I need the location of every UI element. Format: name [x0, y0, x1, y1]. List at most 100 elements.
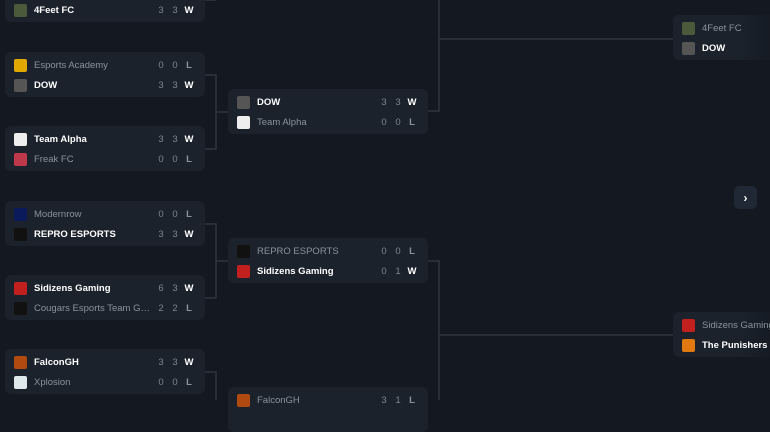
team-logo-icon [237, 264, 250, 278]
score-2: 3 [172, 79, 178, 91]
team-name: DOW [34, 79, 58, 91]
score-2: 0 [172, 59, 178, 71]
team-logo-icon [14, 3, 27, 17]
team-name: The Punishers [702, 339, 768, 351]
team-logo-icon [14, 355, 27, 369]
team-logo-icon [14, 375, 27, 389]
team-name: DOW [257, 96, 281, 108]
team-logo-icon [682, 21, 695, 35]
score-2: 3 [172, 4, 178, 16]
score-1: 3 [158, 79, 164, 91]
result-badge: W [184, 228, 194, 240]
team-name: Sidizens Gaming [702, 319, 770, 331]
score-1: 0 [158, 59, 164, 71]
score-2: 3 [172, 356, 178, 368]
team-logo-icon [14, 301, 27, 315]
team-logo-icon [682, 41, 695, 55]
team-logo-icon [14, 281, 27, 295]
team-logo-icon [682, 338, 695, 352]
team-logo-icon [14, 132, 27, 146]
team-name: DOW [702, 42, 726, 54]
team-logo-icon [14, 78, 27, 92]
result-badge: W [184, 282, 194, 294]
team-name: Esports Academy [34, 59, 108, 71]
team-name: Team Alpha [257, 116, 307, 128]
result-badge: L [409, 394, 415, 406]
score-1: 0 [158, 153, 164, 165]
score-1: 3 [381, 394, 387, 406]
result-badge: L [186, 208, 192, 220]
team-row[interactable]: DOW [673, 38, 770, 58]
score-1: 0 [158, 208, 164, 220]
score-2: 0 [172, 153, 178, 165]
team-name: Team Alpha [34, 133, 87, 145]
score-1: 2 [158, 302, 164, 314]
result-badge: W [184, 79, 194, 91]
team-row[interactable]: The Punishers [673, 335, 770, 355]
team-row[interactable]: Sidizens Gaming [673, 315, 770, 335]
score-1: 3 [381, 96, 387, 108]
result-badge: L [409, 116, 415, 128]
team-name: Freak FC [34, 153, 74, 165]
result-badge: L [186, 59, 192, 71]
score-1: 0 [381, 265, 387, 277]
score-1: 3 [158, 4, 164, 16]
score-2: 0 [172, 208, 178, 220]
score-2: 1 [395, 265, 401, 277]
team-name: Cougars Esports Team Ghana [34, 302, 154, 314]
result-badge: L [186, 153, 192, 165]
team-logo-icon [14, 207, 27, 221]
team-name: 4Feet FC [702, 22, 742, 34]
chevron-right-icon: › [743, 190, 748, 205]
team-logo-icon [14, 152, 27, 166]
match-card[interactable]: 4Feet FC DOW [673, 15, 770, 60]
team-logo-icon [237, 95, 250, 109]
team-logo-icon [682, 318, 695, 332]
team-logo-icon [14, 227, 27, 241]
next-round-button[interactable]: › [734, 186, 757, 209]
score-1: 0 [381, 116, 387, 128]
score-2: 2 [172, 302, 178, 314]
team-name: FalconGH [257, 394, 300, 406]
result-badge: W [407, 265, 417, 277]
team-row[interactable]: 4Feet FC [673, 18, 770, 38]
team-logo-icon [237, 393, 250, 407]
result-badge: W [407, 96, 417, 108]
result-badge: L [409, 245, 415, 257]
score-1: 3 [158, 133, 164, 145]
team-name: Sidizens Gaming [34, 282, 111, 294]
score-2: 3 [172, 282, 178, 294]
score-1: 0 [158, 376, 164, 388]
result-badge: W [184, 356, 194, 368]
team-name: FalconGH [34, 356, 79, 368]
team-name: REPRO ESPORTS [34, 228, 116, 240]
score-2: 1 [395, 394, 401, 406]
team-name: Xplosion [34, 376, 71, 388]
